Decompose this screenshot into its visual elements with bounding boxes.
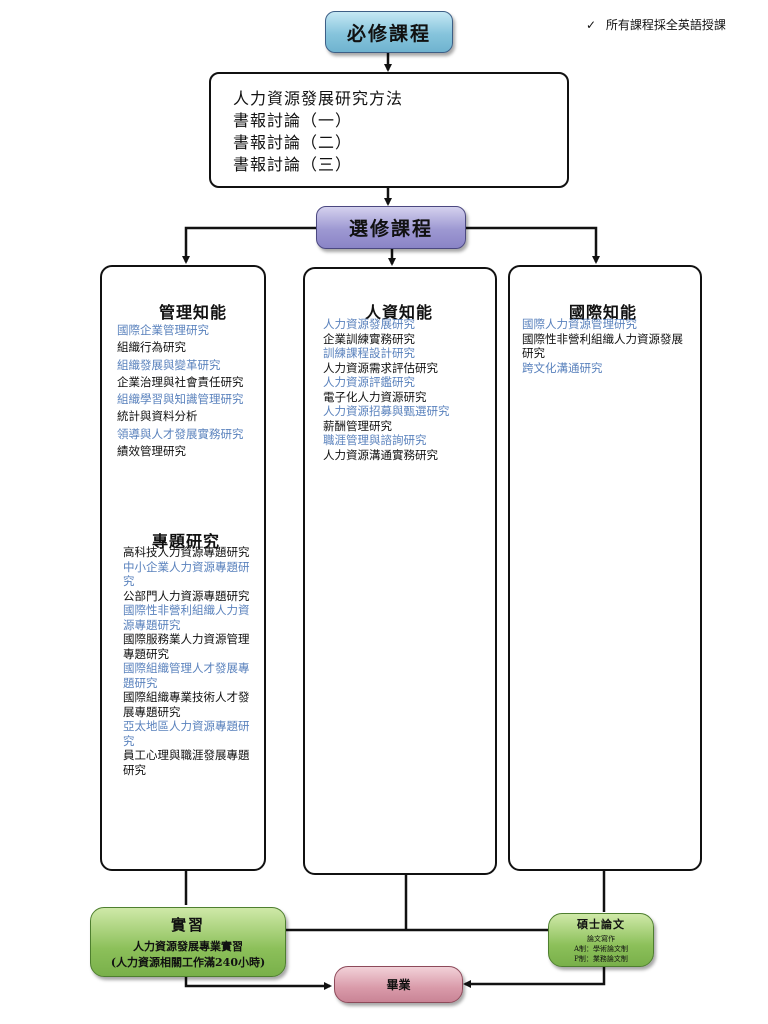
arrow-elective-to-international [464, 226, 600, 264]
course-item: 國際性非營利組織人力資源專題研究 [123, 603, 250, 632]
course-item: 員工心理與職涯發展專題研究 [123, 748, 250, 777]
course-item: 人力資源溝通實務研究 [323, 447, 438, 462]
management-course-list: 國際企業管理研究 組織行為研究 組織發展與變革研究 企業治理與社會責任研究 組織… [117, 322, 259, 460]
management-column [100, 265, 266, 871]
required-courses-pill: 必修課程 [325, 11, 453, 53]
course-item: 國際人力資源管理研究 [522, 317, 637, 331]
topics-title: 專題研究 [152, 532, 221, 551]
internship-title: 實習 [170, 916, 205, 934]
elective-courses-title: 選修課程 [348, 218, 433, 240]
course-item: 跨文化溝通研究 [522, 360, 603, 375]
course-item: 組織學習與知識管理研究 [117, 392, 244, 407]
course-item: 中小企業人力資源專題研究 [123, 559, 250, 589]
arrow-thesis-to-graduation [463, 966, 606, 988]
required-course-item: 人力資源發展研究方法 [233, 89, 404, 108]
required-courses-title: 必修課程 [346, 22, 431, 45]
required-courses-box: 人力資源發展研究方法 書報討論（一） 書報討論（二） 書報討論（三） [209, 72, 569, 188]
graduation-title: 畢業 [386, 978, 411, 992]
course-item: 國際服務業人力資源管理專題研究 [123, 632, 250, 661]
international-column [508, 265, 702, 871]
course-item: 人力資源評鑑研究 [323, 375, 415, 389]
required-course-item: 書報討論（一） [233, 111, 353, 130]
internship-desc: 人力資源發展專業實習 [133, 940, 243, 953]
international-course-list: 國際人力資源管理研究 國際性非營利組織人力資源發展研究 跨文化溝通研究 [522, 317, 684, 375]
international-title: 國際知能 [569, 303, 638, 322]
course-item: 高科技人力資源專題研究 [123, 545, 250, 559]
course-item: 公部門人力資源專題研究 [123, 588, 250, 603]
check-icon: ✓ [586, 18, 597, 32]
graduation-pill: 畢業 [334, 966, 463, 1003]
course-item: 國際組織專業技術人才發展專題研究 [123, 690, 250, 719]
english-taught-text: 所有課程採全英語授課 [605, 18, 726, 32]
required-course-item: 書報討論（三） [233, 155, 353, 174]
course-item: 組織行為研究 [117, 340, 186, 355]
required-courses-list: 人力資源發展研究方法 書報討論（一） 書報討論（二） 書報討論（三） [233, 88, 403, 176]
hr-course-list: 人力資源發展研究 企業訓練實務研究 訓練課程設計研究 人力資源需求評估研究 人力… [323, 317, 489, 462]
thesis-track-p: P制：業務論文制 [574, 955, 628, 963]
thesis-pill: 碩士論文 論文寫作 A制：學術論文制 P制：業務論文制 [548, 913, 654, 967]
course-item: 領導與人才發展實務研究 [117, 426, 244, 441]
course-item: 國際企業管理研究 [117, 323, 209, 337]
course-item: 職涯管理與諮詢研究 [323, 433, 427, 447]
course-item: 國際組織管理人才發展專題研究 [123, 661, 250, 690]
course-item: 組織發展與變革研究 [117, 357, 221, 372]
arrow-elective-to-management [182, 226, 316, 264]
required-course-item: 書報討論（二） [233, 133, 353, 152]
course-item: 企業治理與社會責任研究 [117, 374, 244, 389]
arrow-internship-to-graduation [184, 977, 332, 990]
course-item: 薪酬管理研究 [323, 418, 392, 433]
hr-column [303, 267, 497, 875]
management-title: 管理知能 [159, 303, 228, 322]
thesis-track-a: A制：學術論文制 [573, 945, 629, 953]
topics-course-list: 高科技人力資源專題研究 中小企業人力資源專題研究 公部門人力資源專題研究 國際性… [123, 545, 256, 777]
course-item: 統計與資料分析 [117, 409, 198, 424]
course-item: 亞太地區人力資源專題研究 [123, 719, 250, 748]
internship-hours: (人力資源相關工作滿240小時) [110, 956, 266, 969]
english-taught-note: ✓ 所有課程採全英語授課 [586, 16, 726, 33]
elective-courses-pill: 選修課程 [316, 206, 466, 249]
course-item: 人力資源需求評估研究 [323, 360, 438, 375]
course-item: 人力資源發展研究 [323, 317, 415, 331]
course-item: 訓練課程設計研究 [323, 346, 415, 360]
course-item: 企業訓練實務研究 [323, 331, 415, 346]
internship-pill: 實習 人力資源發展專業實習 (人力資源相關工作滿240小時) [90, 907, 286, 977]
thesis-writing: 論文寫作 [587, 935, 615, 943]
course-item: 電子化人力資源研究 [323, 389, 427, 404]
thesis-title: 碩士論文 [577, 918, 625, 931]
course-item: 國際性非營利組織人力資源發展研究 [522, 331, 683, 361]
course-item: 績效管理研究 [117, 444, 186, 459]
hr-title: 人資知能 [365, 303, 434, 322]
course-item: 人力資源招募與甄選研究 [323, 404, 450, 418]
